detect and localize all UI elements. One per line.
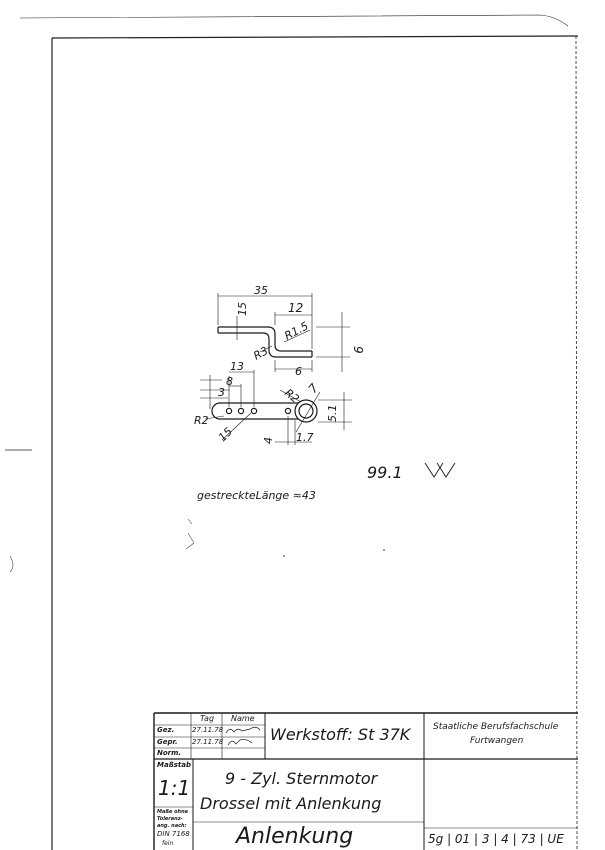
tolerance-line-3: ang. nach: — [157, 823, 187, 829]
bent-part-dims — [217, 293, 350, 372]
part-name: Anlenkung — [236, 824, 354, 849]
col-name-header: Name — [231, 714, 255, 723]
tolerance-line-5: fein — [162, 840, 174, 847]
school-location: Furtwangen — [470, 736, 524, 746]
dim-4: 4 — [262, 437, 275, 444]
bent-part — [217, 326, 313, 358]
dim-3: 3 — [218, 386, 225, 399]
dim-15-vertical: 15 — [236, 302, 249, 316]
dim-5-1: 5.1 — [326, 405, 339, 423]
gez-date: 27.11.78 — [192, 726, 224, 734]
dim-9: 9 — [351, 346, 365, 354]
dim-6: 6 — [295, 365, 302, 378]
surface-finish-icon — [424, 462, 456, 478]
dim-r15: R1.5 — [282, 319, 310, 342]
scan-marks — [9, 518, 385, 573]
title-block-grid — [153, 712, 578, 850]
frame-lines — [5, 14, 579, 850]
material-spec: Werkstoff: St 37K — [270, 725, 411, 744]
scale-label: Maßstab — [157, 761, 191, 769]
project-title-line-1: 9 - Zyl. Sternmotor — [225, 769, 378, 788]
school-name: Staatliche Berufsfachschule — [433, 722, 559, 732]
surface-value: 99.1 — [367, 463, 403, 482]
dim-1-7: 1.7 — [296, 431, 314, 444]
dim-35: 35 — [254, 284, 268, 297]
row-gez-label: Gez. — [157, 726, 175, 734]
arm-part-dims — [200, 370, 352, 445]
tolerance-line-4: DIN 7168 — [157, 830, 190, 838]
dim-8: 8 — [226, 375, 233, 388]
gepr-date: 27.11.78 — [192, 738, 224, 746]
dim-r2-left: R2 — [194, 414, 209, 427]
row-norm-label: Norm. — [157, 749, 182, 757]
dim-13: 13 — [230, 360, 244, 373]
col-tag-header: Tag — [200, 714, 215, 723]
tolerance-line-2: Toleranz- — [157, 816, 183, 822]
dim-r3: R3 — [251, 344, 270, 362]
dim-12: 12 — [288, 301, 303, 315]
project-title-line-2: Drossel mit Anlenkung — [200, 794, 382, 813]
stretched-length-note: gestreckteLänge ≈43 — [197, 489, 316, 502]
row-gepr-label: Gepr. — [157, 738, 178, 746]
arm-part — [211, 399, 318, 423]
drawing-number: 5g | 01 | 3 | 4 | 73 | UE — [428, 832, 564, 846]
tolerance-line-1: Maße ohne — [157, 809, 189, 815]
dim-15-diagonal: 15 — [216, 425, 235, 444]
scale-value: 1:1 — [158, 776, 191, 800]
signature-icon — [225, 726, 261, 746]
